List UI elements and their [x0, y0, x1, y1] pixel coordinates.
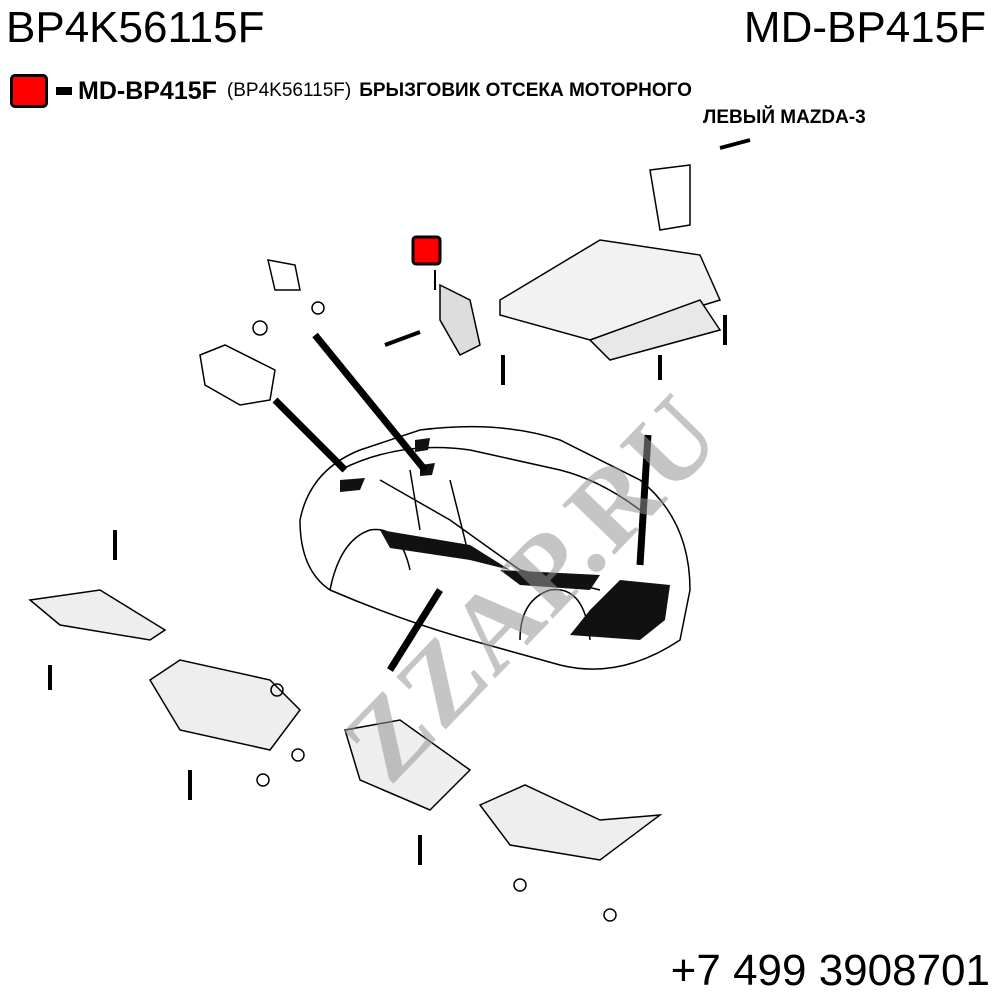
- clip-icon: [252, 320, 268, 336]
- center-shield-part: [344, 719, 472, 811]
- red-marker-swatch: [10, 74, 48, 108]
- rear-shield-part: [478, 784, 663, 861]
- legend: MD-BP415F (BP4K56115F) БРЫЗГОВИК ОТСЕКА …: [10, 72, 692, 110]
- part-number-title: MD-BP415F: [743, 3, 986, 52]
- legend-part-number: MD-BP415F: [78, 76, 217, 105]
- bolt-icon: [384, 330, 421, 347]
- parts: [28, 138, 751, 922]
- side-bracket-part: [649, 164, 691, 231]
- splash-shield-right-part: [148, 659, 301, 751]
- legend-description-line2: ЛЕВЫЙ MAZDA-3: [703, 107, 866, 128]
- bracket-part: [267, 259, 301, 291]
- legend-oem-number: (BP4K56115F): [226, 80, 352, 101]
- legend-description: БРЫЗГОВИК ОТСЕКА МОТОРНОГО: [359, 80, 692, 101]
- cover-part: [199, 344, 276, 406]
- highlighted-underbody: [340, 438, 670, 640]
- oem-number-title: BP4K56115F: [6, 3, 265, 52]
- leader-lines: [272, 270, 652, 672]
- bolts: [48, 138, 751, 865]
- nuts: [256, 683, 617, 922]
- nut-icon: [311, 301, 325, 315]
- dash-separator: [56, 87, 72, 95]
- phone-number: +7 499 3908701: [670, 946, 990, 995]
- red-marker-on-part: [411, 235, 442, 266]
- splash-shield-left-highlighted: [439, 283, 481, 356]
- rail-cover-part: [28, 589, 167, 641]
